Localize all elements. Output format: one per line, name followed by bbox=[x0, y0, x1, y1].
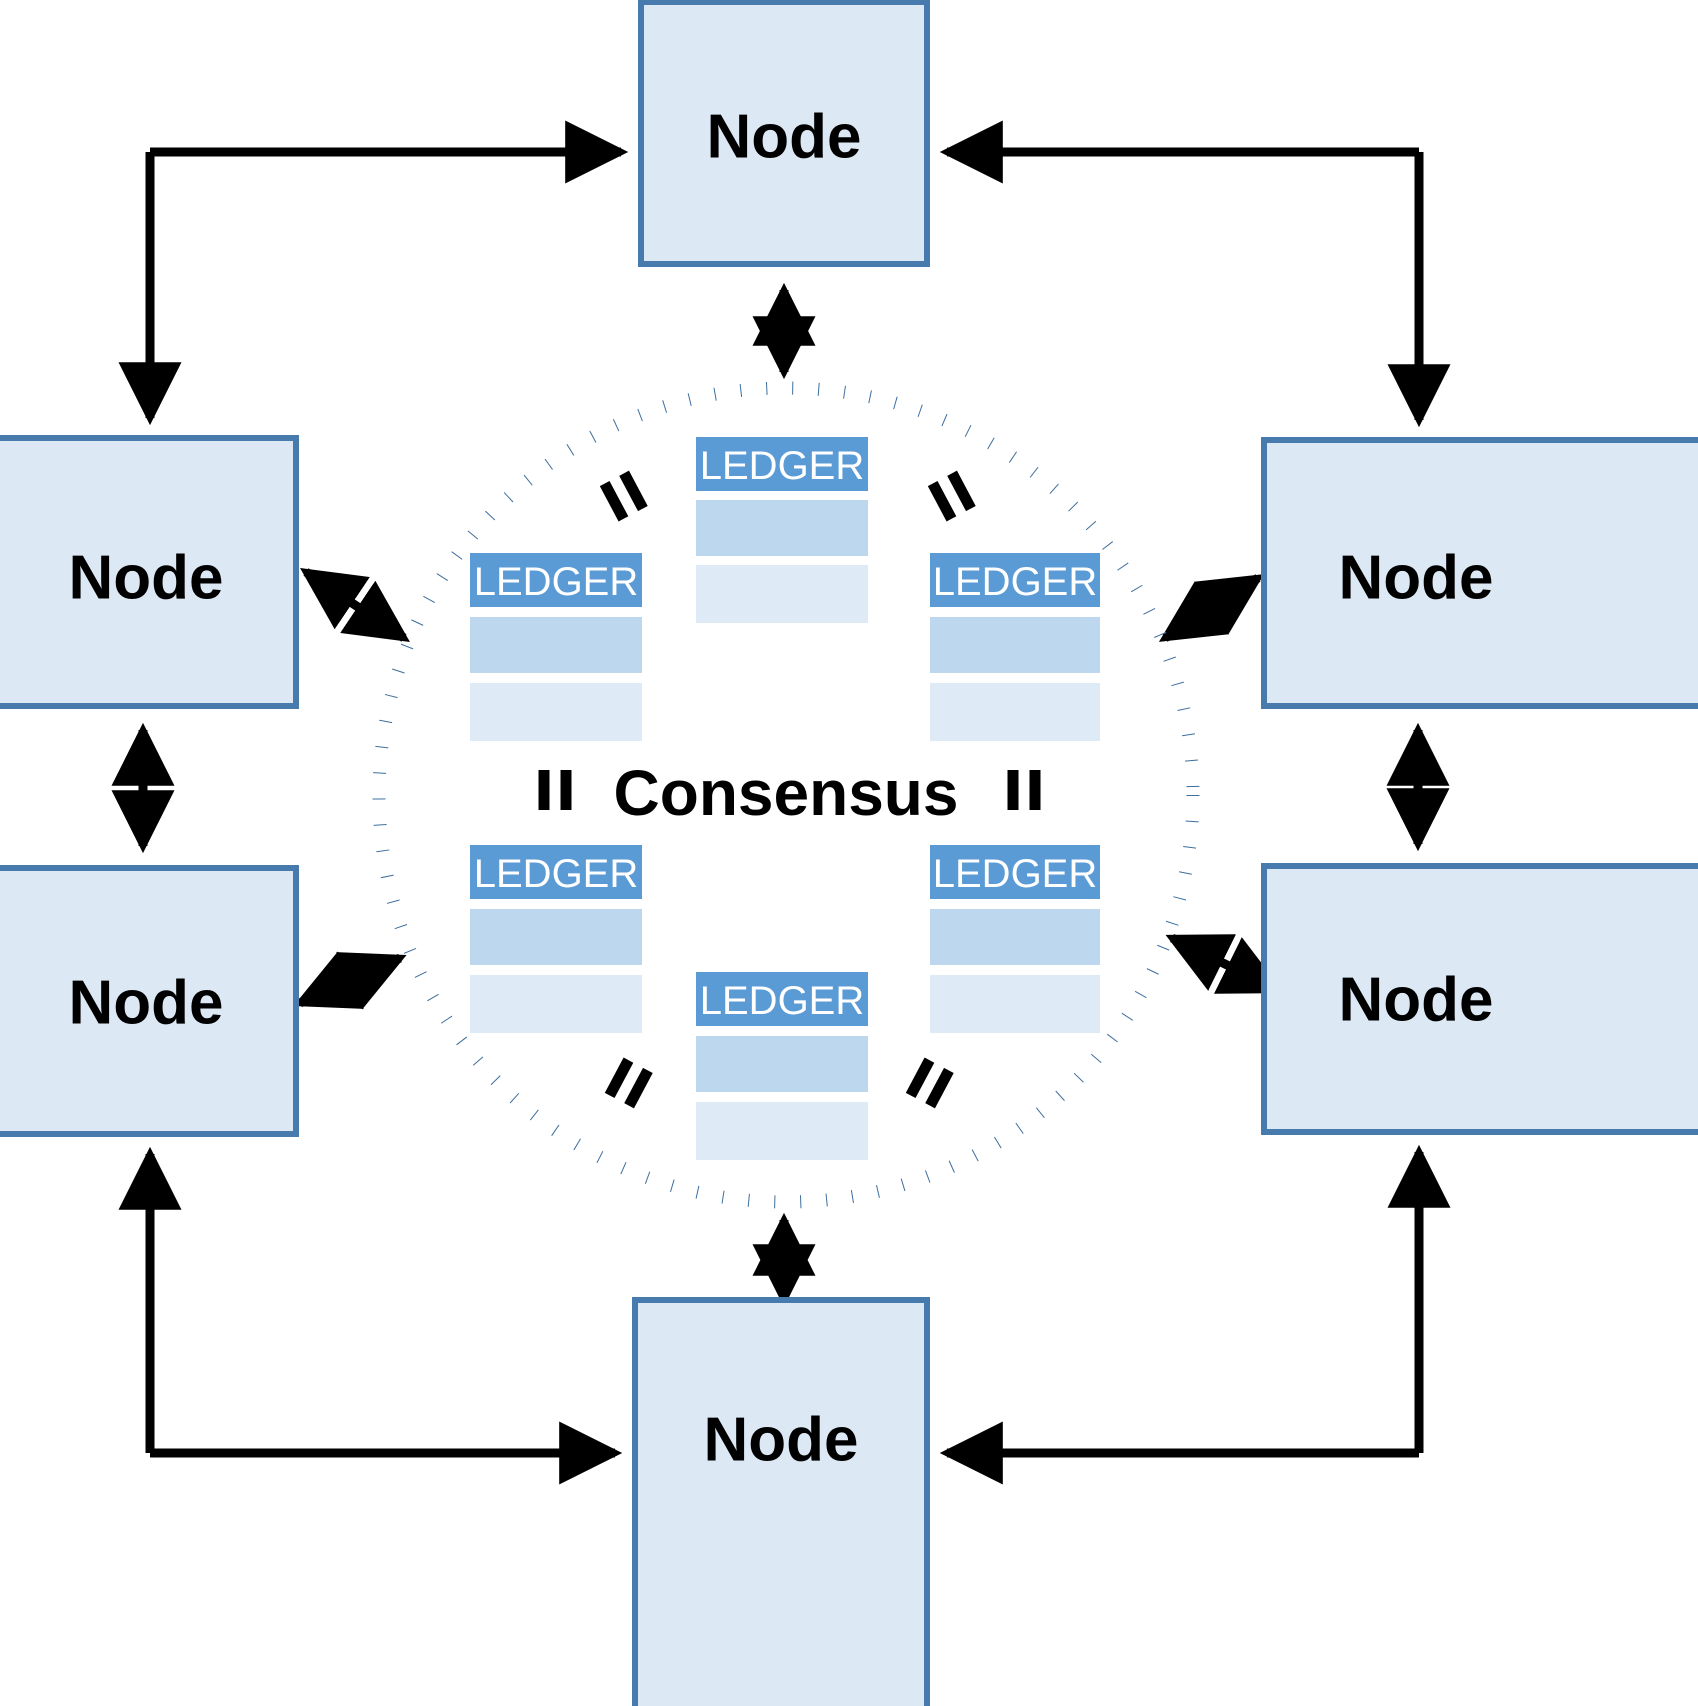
ledger-bottom-row-1 bbox=[696, 1036, 868, 1092]
node-top[interactable]: Node bbox=[638, 0, 930, 267]
ledger-left-upper-row-1 bbox=[470, 617, 642, 673]
ledger-left-lower-row-2 bbox=[470, 975, 642, 1033]
ledger-left-upper-header-label: LEDGER bbox=[474, 560, 639, 604]
ledger-bottom-header-label: LEDGER bbox=[700, 979, 865, 1023]
node-top-box[interactable] bbox=[638, 0, 930, 267]
ledger-left-upper[interactable]: LEDGER bbox=[470, 553, 642, 741]
ledger-left-upper-row-2 bbox=[470, 683, 642, 741]
ledger-right-lower-header-label: LEDGER bbox=[933, 852, 1098, 896]
equals-marks bbox=[538, 470, 1041, 1109]
consensus-label: Consensus bbox=[614, 757, 959, 829]
ledger-right-upper[interactable]: LEDGER bbox=[930, 553, 1100, 741]
equals-top-right-icon bbox=[927, 470, 976, 522]
arrow-node-right-lower-to-consensus bbox=[1165, 933, 1285, 995]
ledger-left-lower-header-label: LEDGER bbox=[474, 852, 639, 896]
ledger-top-header-label: LEDGER bbox=[700, 444, 865, 488]
ledger-left-lower-header-bar bbox=[470, 845, 642, 899]
ledger-right-lower-header-bar bbox=[930, 845, 1100, 899]
node-top-label: Node bbox=[707, 103, 862, 172]
arrow-node-right-upper-to-consensus bbox=[1158, 574, 1265, 642]
ledger-bottom-header-bar bbox=[696, 972, 868, 1026]
ledger-top-header-bar bbox=[696, 437, 868, 491]
ledger-stacks: LEDGER LEDGER LEDGER LEDGER bbox=[470, 437, 1100, 1160]
node-right-lower-box[interactable] bbox=[1261, 863, 1698, 1135]
equals-bottom-right-icon bbox=[905, 1057, 954, 1109]
equals-mid-left-icon bbox=[538, 770, 572, 810]
arrow-node-left-upper-to-consensus bbox=[300, 567, 410, 643]
equals-top-left-icon bbox=[599, 470, 648, 522]
ledger-right-upper-row-2 bbox=[930, 683, 1100, 741]
node-bottom-box[interactable] bbox=[632, 1297, 930, 1706]
node-right-upper-label: Node bbox=[1339, 544, 1494, 613]
node-right-upper-box[interactable] bbox=[1261, 437, 1698, 709]
side-pair-arrows bbox=[111, 722, 1450, 854]
arrow-node-left-lower-to-consensus bbox=[293, 951, 407, 1010]
consensus-link-arrows bbox=[293, 282, 1285, 1308]
ledger-right-upper-header-bar bbox=[930, 553, 1100, 607]
ledger-top-row-2 bbox=[696, 565, 868, 623]
ledger-bottom[interactable]: LEDGER bbox=[696, 972, 868, 1160]
ledger-top[interactable]: LEDGER bbox=[696, 437, 868, 623]
node-left-lower[interactable]: Node bbox=[0, 865, 299, 1137]
ledger-right-lower-row-2 bbox=[930, 975, 1100, 1033]
ledger-right-lower[interactable]: LEDGER bbox=[930, 845, 1100, 1033]
equals-mid-right-icon bbox=[1007, 770, 1041, 810]
ledger-left-upper-header-bar bbox=[470, 553, 642, 607]
node-right-lower[interactable]: Node bbox=[1261, 863, 1698, 1135]
ledger-right-lower-row-1 bbox=[930, 909, 1100, 965]
equals-bottom-left-icon bbox=[604, 1057, 653, 1109]
ledger-top-row-1 bbox=[696, 500, 868, 556]
node-left-upper[interactable]: Node bbox=[0, 435, 299, 709]
ledger-right-upper-row-1 bbox=[930, 617, 1100, 673]
node-left-upper-label: Node bbox=[69, 544, 224, 613]
node-right-upper[interactable]: Node bbox=[1261, 437, 1698, 709]
ledger-left-lower[interactable]: LEDGER bbox=[470, 845, 642, 1033]
ledger-left-lower-row-1 bbox=[470, 909, 642, 965]
ledger-bottom-row-2 bbox=[696, 1102, 868, 1160]
elbow-connectors bbox=[118, 120, 1451, 1485]
node-left-upper-box[interactable] bbox=[0, 435, 299, 709]
node-right-lower-label: Node bbox=[1339, 966, 1494, 1035]
node-left-lower-label: Node bbox=[69, 969, 224, 1038]
ledger-right-upper-header-label: LEDGER bbox=[933, 560, 1098, 604]
node-bottom-label: Node bbox=[704, 1406, 859, 1475]
node-left-lower-box[interactable] bbox=[0, 865, 299, 1137]
node-bottom[interactable]: Node bbox=[632, 1297, 930, 1706]
consensus-circle bbox=[372, 381, 1200, 1209]
